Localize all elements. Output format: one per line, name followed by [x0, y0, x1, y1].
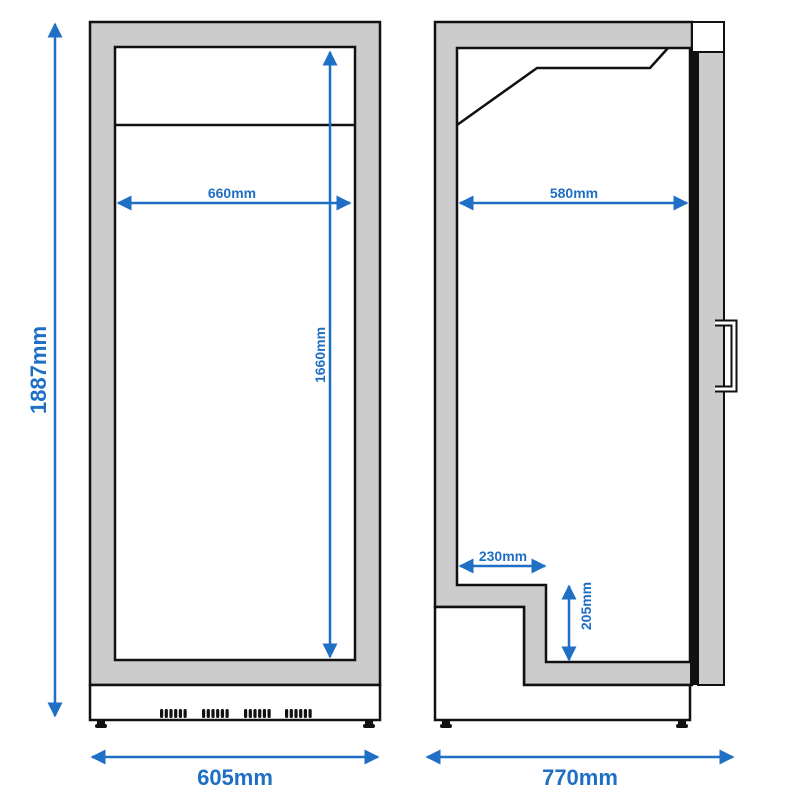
vent-slot [164, 709, 168, 718]
vent-slot [267, 709, 271, 718]
vent-slot [253, 709, 257, 718]
vent-grille [160, 709, 312, 718]
vent-slot [183, 709, 187, 718]
step-height-label: 205mm [578, 582, 594, 630]
vent-slot [285, 709, 289, 718]
vent-slot [220, 709, 224, 718]
top-hinge-box [691, 21, 725, 53]
front-base [88, 683, 382, 722]
vent-slot [202, 709, 206, 718]
vent-slot [294, 709, 298, 718]
door-handle [715, 319, 738, 393]
vent-slot [169, 709, 173, 718]
overall-depth-label: 770mm [542, 765, 618, 790]
side-door [697, 51, 725, 686]
vent-slot [289, 709, 293, 718]
front-glass-door [113, 45, 357, 662]
vent-slot [303, 709, 307, 718]
side-feet [440, 721, 688, 728]
front-view [88, 20, 382, 728]
dimension-lines [47, 22, 735, 765]
vent-slot [258, 709, 262, 718]
vent-slot [262, 709, 266, 718]
vent-slot [248, 709, 252, 718]
vent-slot [299, 709, 303, 718]
canopy-slope-line [456, 47, 669, 127]
vent-slot [160, 709, 164, 718]
vent-slot [225, 709, 229, 718]
inner-height-label: 1660mm [312, 327, 328, 383]
inner-depth-label: 580mm [550, 185, 598, 201]
step-depth-label: 230mm [479, 548, 527, 564]
vent-slot [206, 709, 210, 718]
vent-slot [216, 709, 220, 718]
vent-slot [244, 709, 248, 718]
inner-width-label: 660mm [208, 185, 256, 201]
overall-height-label: 1887mm [26, 326, 51, 414]
vent-slot [211, 709, 215, 718]
vent-slot [174, 709, 178, 718]
vent-slot [308, 709, 312, 718]
side-interior [455, 46, 692, 664]
overall-width-label: 605mm [197, 765, 273, 790]
vent-slot [178, 709, 182, 718]
door-gasket [690, 52, 698, 685]
front-feet [95, 721, 375, 728]
